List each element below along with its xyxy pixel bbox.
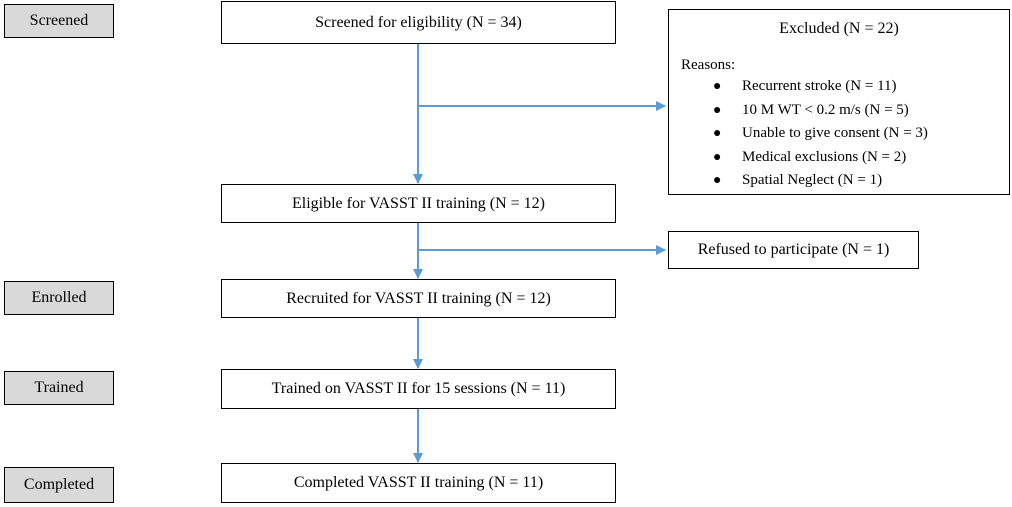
completed-box: Completed VASST II training (N = 11) <box>221 463 616 503</box>
eligible-box: Eligible for VASST II training (N = 12) <box>221 184 616 223</box>
reason-text: 10 M WT < 0.2 m/s (N = 5) <box>742 101 909 118</box>
excluded-title: Excluded (N = 22) <box>779 20 899 37</box>
refused-box: Refused to participate (N = 1) <box>668 231 919 269</box>
reason-item: ● Spatial Neglect (N = 1) <box>669 169 928 193</box>
reasons-label: Reasons: <box>681 57 736 73</box>
bullet-icon: ● <box>713 149 722 165</box>
stage-trained: Trained <box>4 371 114 405</box>
trained-box: Trained on VASST II for 15 sessions (N =… <box>221 369 616 409</box>
reasons-list: ● Recurrent stroke (N = 11) ● 10 M WT < 0.… <box>669 75 928 193</box>
screened-box: Screened for eligibility (N = 34) <box>221 1 616 44</box>
reason-text: Medical exclusions (N = 2) <box>742 148 907 165</box>
recruited-box: Recruited for VASST II training (N = 12) <box>221 279 616 318</box>
bullet-icon: ● <box>713 173 722 188</box>
stage-screened: Screened <box>4 4 114 38</box>
stage-enrolled: Enrolled <box>4 281 114 315</box>
reason-item: ● Medical exclusions (N = 2) <box>669 146 928 170</box>
stage-completed: Completed <box>4 467 114 503</box>
bullet-icon: ● <box>713 126 722 141</box>
reason-item: ● Recurrent stroke (N = 11) <box>669 75 928 99</box>
bullet-icon: ● <box>713 102 722 118</box>
reason-text: Spatial Neglect (N = 1) <box>742 172 883 188</box>
reason-text: Recurrent stroke (N = 11) <box>742 78 897 94</box>
reason-item: ● 10 M WT < 0.2 m/s (N = 5) <box>669 99 928 123</box>
reason-text: Unable to give consent (N = 3) <box>742 125 928 141</box>
bullet-icon: ● <box>713 79 722 94</box>
excluded-box: Excluded (N = 22) Reasons: ● Recurrent st… <box>668 9 1010 195</box>
reason-item: ● Unable to give consent (N = 3) <box>669 122 928 146</box>
